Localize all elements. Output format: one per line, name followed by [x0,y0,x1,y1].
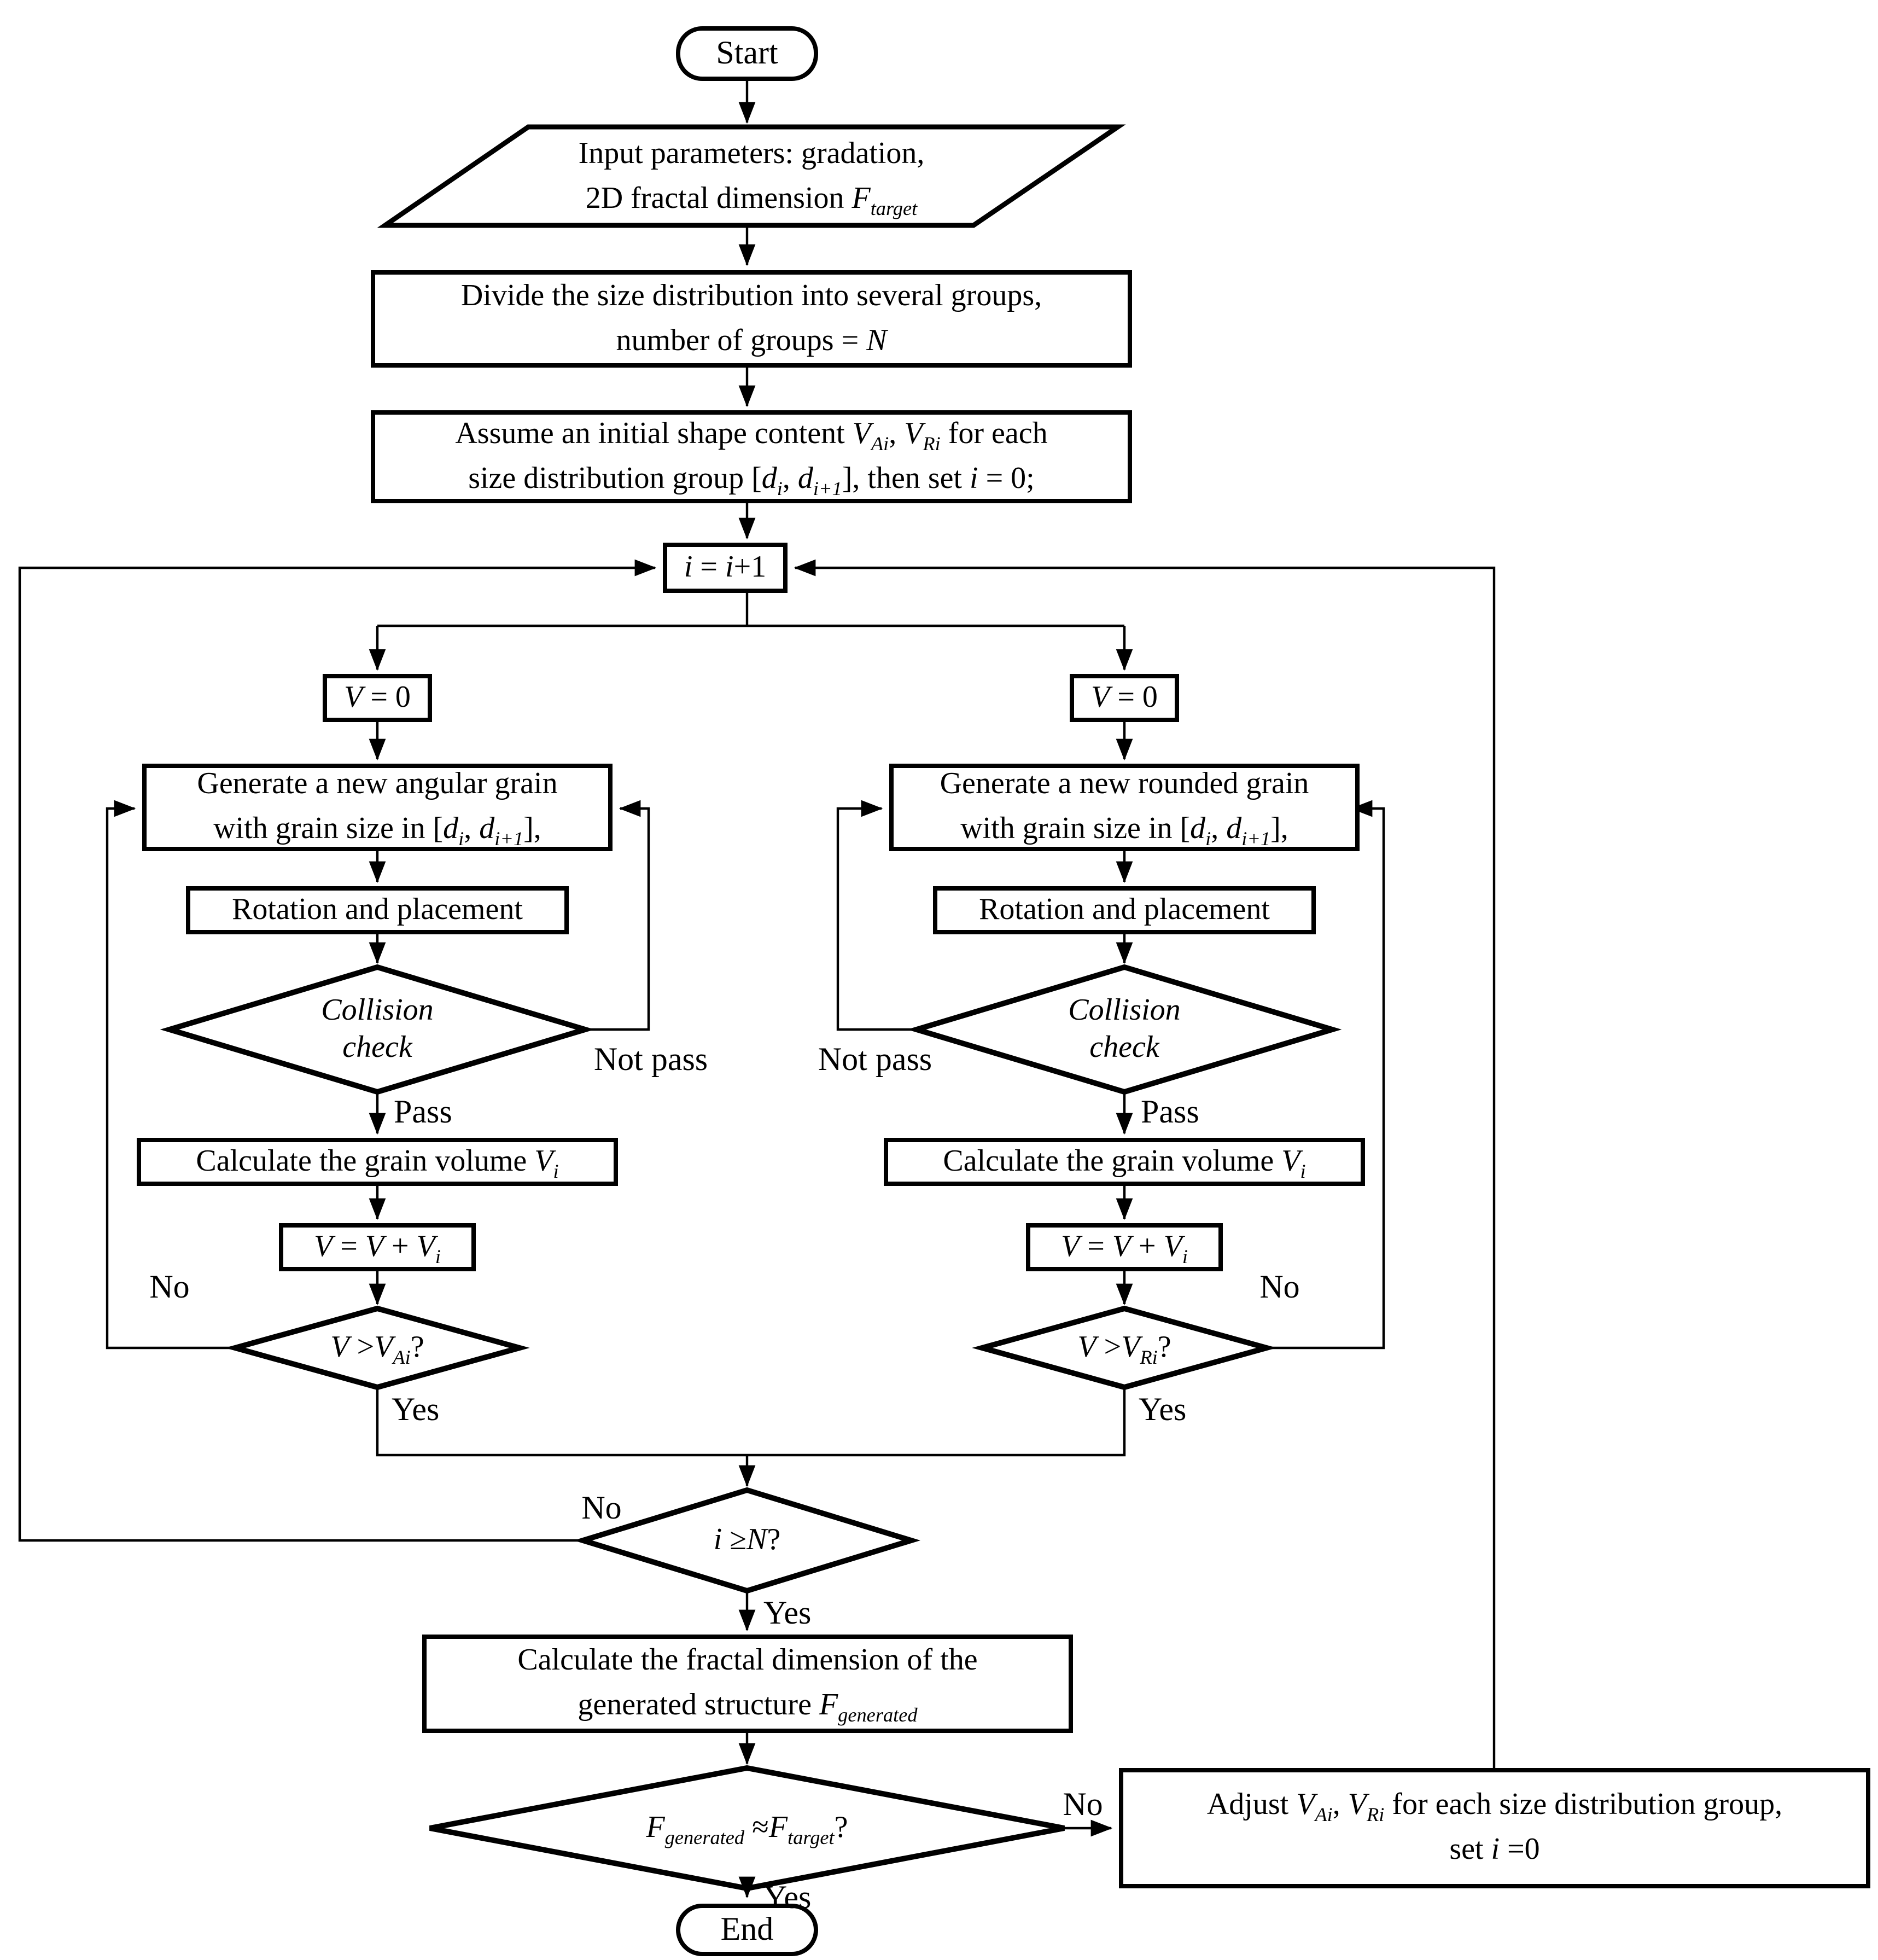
calc-grain-volume-process-right: Calculate the grain volume Vi [884,1138,1365,1186]
increment-i-process: i = i+1 [663,543,788,593]
rotation-placement-label-right: Rotation and placement [979,892,1270,927]
v-check-label-right: V >VRi? [1077,1330,1171,1368]
v-sum-process-right: V = V + Vi [1026,1223,1223,1271]
v-check-text-right: V >VRi? [982,1318,1267,1377]
f-check-label: Fgenerated ≈Ftarget? [646,1810,848,1848]
edge-yes-merge-left [376,1387,747,1457]
divide-groups-process: Divide the size distribution into severa… [371,270,1132,368]
v-check-label-left: V >VAi? [330,1330,424,1368]
v-zero-label-left: V = 0 [344,680,411,714]
edge-notpass-loop-left [585,800,650,1031]
increment-i-label: i = i+1 [684,550,767,584]
v-sum-label-left: V = V + Vi [314,1229,441,1267]
edge-notpass-loop-right [836,800,917,1031]
v-zero-process-right: V = 0 [1070,674,1179,722]
v-check-text-left: V >VAi? [235,1318,520,1377]
f-check-text: Fgenerated ≈Ftarget? [441,1800,1053,1857]
v-zero-process-left: V = 0 [323,674,432,722]
start-terminator: Start [676,26,818,81]
adjust-shape-content-label: Adjust VAi, VRi for each size distributi… [1206,1788,1783,1866]
edge-yes-merge-right [747,1387,1126,1457]
v-zero-label-right: V = 0 [1091,680,1158,714]
edge-label-pass-right: Pass [1141,1094,1199,1130]
rotation-placement-label-left: Rotation and placement [232,892,523,927]
rotation-placement-process-right: Rotation and placement [933,886,1316,934]
edge-label-yes-left: Yes [392,1392,440,1428]
start-label: Start [716,35,778,72]
edge-label-yes-icheck: Yes [763,1595,812,1631]
edge-icheck-no-loop [18,559,657,1542]
calc-grain-volume-process-left: Calculate the grain volume Vi [137,1138,618,1186]
input-parameters-label: Input parameters: gradation,2D fractal d… [578,136,925,219]
end-label: End [720,1911,774,1948]
edge-no-loop-right [1267,800,1385,1350]
end-terminator: End [676,1904,818,1956]
divide-groups-label: Divide the size distribution into severa… [460,278,1042,357]
rotation-placement-process-left: Rotation and placement [186,886,569,934]
edge-adjust-loop-to-increment [794,559,1496,1768]
edge-label-pass-left: Pass [394,1094,452,1130]
input-parallelogram [377,124,1126,228]
edge-no-loop-left [106,800,235,1350]
calc-grain-volume-label-right: Calculate the grain volume Vi [943,1144,1306,1182]
i-check-text: i ≥N? [638,1512,856,1569]
edge-label-yes-right: Yes [1139,1392,1187,1428]
assume-shape-content-label: Assume an initial shape content VAi, VRi… [455,416,1048,499]
calc-grain-volume-label-left: Calculate the grain volume Vi [196,1144,559,1182]
edge-label-not-pass-left: Not pass [593,1042,708,1078]
edge-label-no-right: No [1259,1269,1300,1305]
edge-label-no-fcheck: No [1063,1787,1103,1823]
input-parameters-text: Input parameters: gradation,2D fractal d… [385,128,1118,225]
edge-label-no-icheck: No [581,1490,622,1526]
assume-shape-content-process: Assume an initial shape content VAi, VRi… [371,410,1132,503]
edge-label-yes-fcheck: Yes [763,1880,812,1916]
edge-label-no-left: No [149,1269,190,1305]
v-sum-process-left: V = V + Vi [279,1223,476,1271]
i-check-label: i ≥N? [713,1522,781,1557]
v-sum-label-right: V = V + Vi [1061,1229,1188,1267]
adjust-shape-content-process: Adjust VAi, VRi for each size distributi… [1119,1768,1870,1888]
edge-label-not-pass-right: Not pass [818,1042,932,1078]
